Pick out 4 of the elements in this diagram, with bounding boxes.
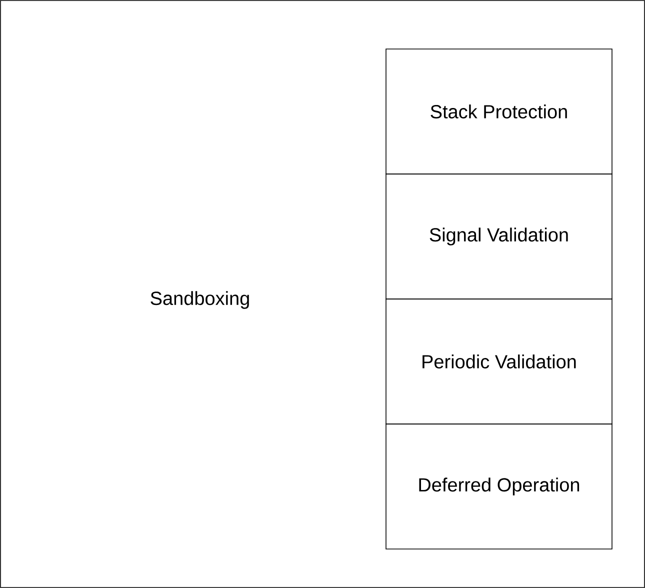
layer-box: Deferred Operation [386, 424, 612, 550]
layer-box: Signal Validation [386, 174, 612, 300]
layer-box: Stack Protection [386, 48, 612, 174]
layer-box: Periodic Validation [386, 298, 612, 424]
